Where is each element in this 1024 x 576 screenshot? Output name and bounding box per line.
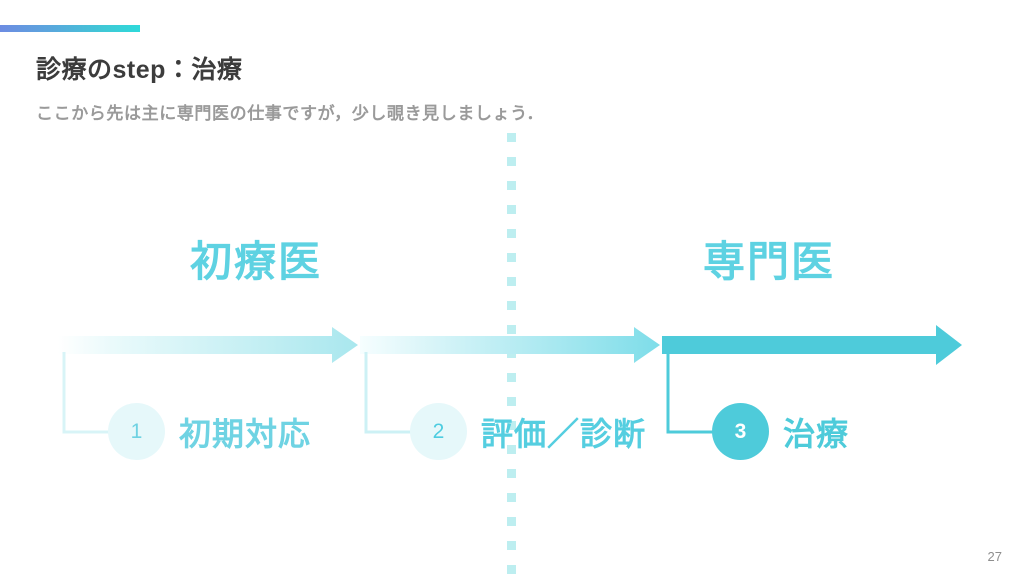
- step-number-badge-1: 1: [108, 403, 165, 460]
- flow-arrow-step-1: [58, 327, 358, 363]
- title-accent-bar: [0, 25, 140, 32]
- step-item-2[interactable]: 2 評価／診断: [410, 403, 646, 460]
- step-label-3: 治療: [783, 415, 850, 452]
- step-item-3[interactable]: 3 治療: [712, 403, 849, 460]
- page-subtitle: ここから先は主に専門医の仕事ですが，少し覗き見しましょう．: [36, 104, 545, 123]
- step-label-1: 初期対応: [179, 415, 312, 452]
- flow-arrow-step-2: [360, 327, 660, 363]
- step-number-badge-2: 2: [410, 403, 467, 460]
- step-number-badge-3: 3: [712, 403, 769, 460]
- page-title: 診療のstep：治療: [36, 56, 243, 84]
- flow-bracket-step-3: [666, 352, 720, 434]
- step-label-2: 評価／診断: [481, 415, 647, 452]
- phase-heading-specialist: 専門医: [703, 238, 836, 285]
- step-item-1[interactable]: 1 初期対応: [108, 403, 311, 460]
- phase-heading-primary-care: 初療医: [190, 238, 323, 285]
- flow-bracket-step-1: [62, 352, 116, 434]
- flow-bracket-step-2: [364, 352, 418, 434]
- dotted-phase-divider-line: [507, 133, 516, 576]
- flow-arrow-step-3: [662, 325, 962, 365]
- page-number: 27: [987, 549, 1002, 564]
